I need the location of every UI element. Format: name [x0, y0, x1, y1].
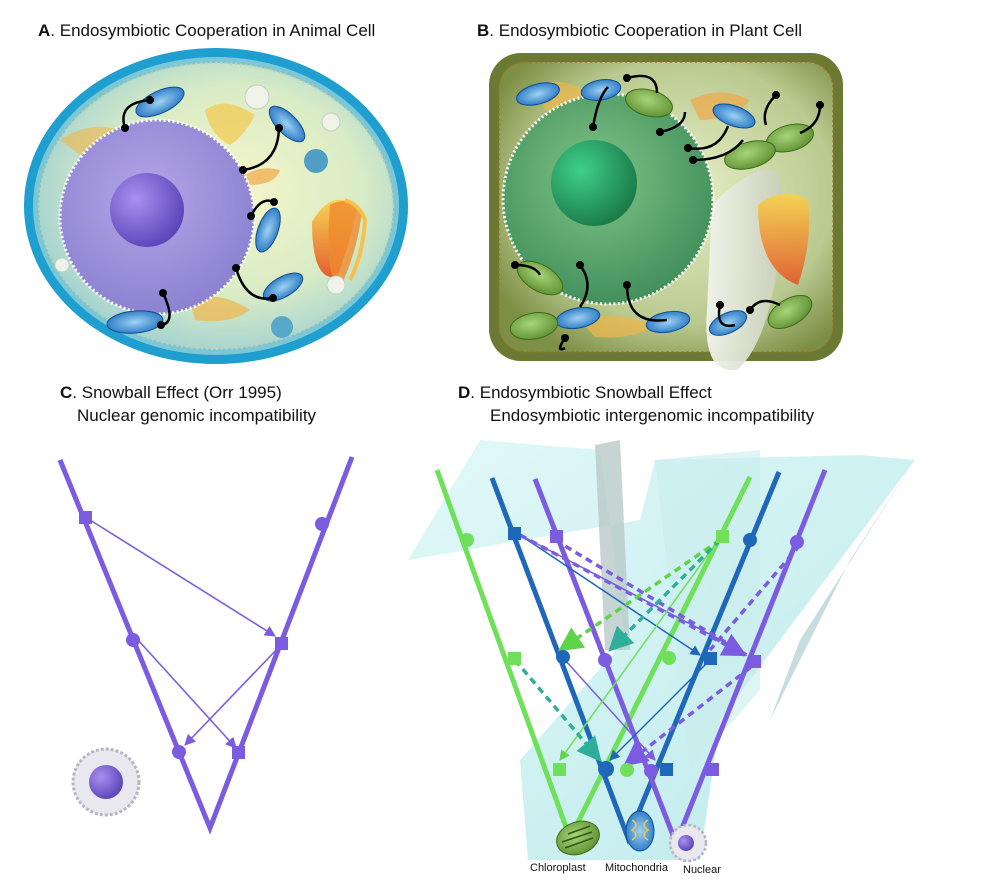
plant-nucleolus: [551, 140, 637, 226]
panel-a-title: A. Endosymbiotic Cooperation in Animal C…: [38, 21, 376, 40]
incompatibility-square-3: [232, 746, 245, 759]
mitochondria-label: Mitochondria: [605, 862, 668, 874]
nuclear-icon: [668, 823, 708, 863]
panel-d-title: D. Endosymbiotic Snowball Effect: [458, 383, 712, 402]
incompatibility-circle-2: [126, 633, 140, 647]
nuclear-label: Nuclear: [683, 864, 721, 876]
panel-c-subtitle: Nuclear genomic incompatibility: [77, 406, 317, 425]
panel-d-subtitle: Endosymbiotic intergenomic incompatibili…: [490, 406, 815, 425]
incompatibility-square-2: [275, 637, 288, 650]
plant-mitochondria: [516, 79, 756, 336]
chloroplast-icon: [556, 820, 600, 856]
animal-nucleolus: [110, 173, 184, 247]
mitochondria-icon: [625, 810, 655, 852]
chloroplast-label: Chloroplast: [530, 862, 586, 874]
snowball-diagram: [57, 456, 355, 835]
panel-b-title: B. Endosymbiotic Cooperation in Plant Ce…: [477, 21, 803, 40]
incompatibility-square-1: [79, 511, 92, 524]
nuclear-lineages: [57, 456, 355, 835]
plant-cell: [489, 53, 843, 371]
incompatibility-circle-1: [315, 517, 329, 531]
endosymbiotic-snowball-diagram: [408, 440, 915, 863]
animal-golgi: [60, 103, 368, 322]
panel-c-title: C. Snowball Effect (Orr 1995): [60, 383, 282, 402]
lineage-markers: [460, 527, 804, 778]
incompatibility-circle-3: [172, 745, 186, 759]
animal-cell: [24, 48, 408, 364]
nucleus-icon: [71, 747, 141, 817]
